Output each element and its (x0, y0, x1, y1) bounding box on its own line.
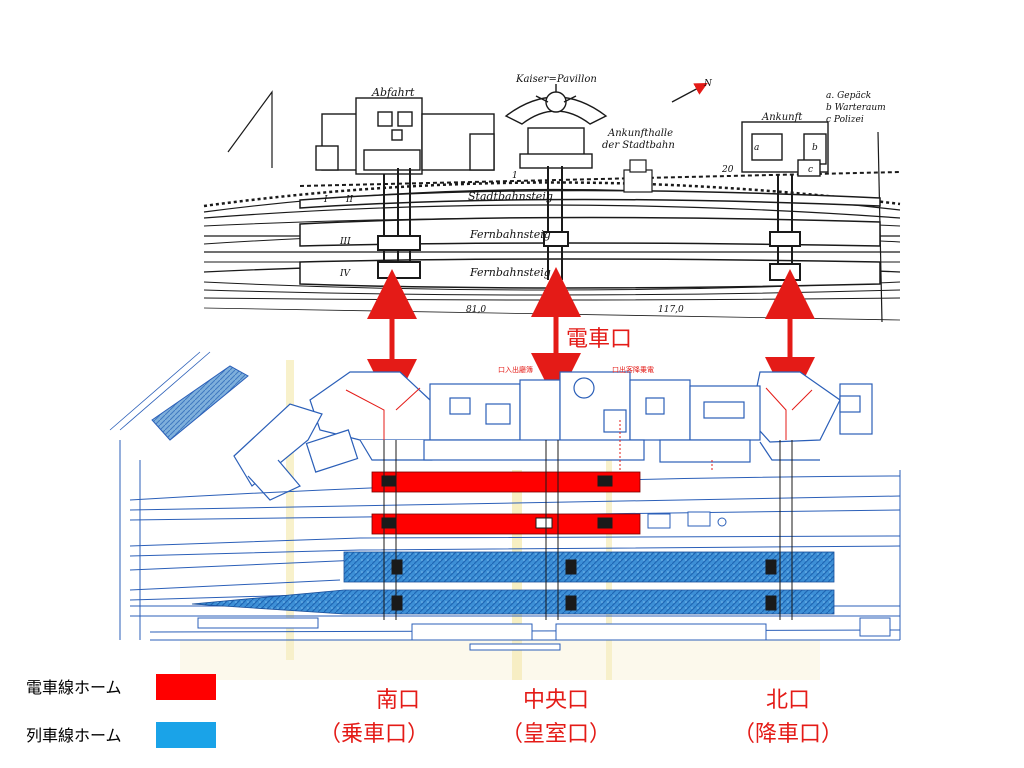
label-fernbahnsteig-2: Fernbahnsteig (469, 266, 551, 279)
mark-b: b (812, 143, 818, 153)
key-c: c Polizei (826, 115, 864, 125)
north-arrow-icon (671, 82, 708, 103)
lower-structures (197, 511, 891, 651)
left-annex (233, 403, 359, 501)
mark-a: a (754, 143, 759, 153)
ressha-platform-2 (191, 589, 835, 615)
densha-platform-1 (371, 471, 641, 493)
track-label-2: II (345, 195, 354, 205)
mark-c: c (808, 165, 813, 175)
gate-central-sub: （皇室口） (501, 722, 611, 747)
legend-label-densha: 電車線ホーム (26, 678, 122, 697)
legend-swatch-densha (156, 674, 216, 700)
densha-platform-2 (371, 513, 641, 535)
densha-guchi-label: 電車口 (566, 327, 632, 352)
abfahrt-building (315, 97, 495, 175)
label-ankunft: Ankunft (761, 112, 803, 123)
connection-arrows (367, 267, 815, 409)
ankunft-building (741, 121, 829, 177)
label-ankunfthalle-2: der Stadtbahn (602, 140, 675, 151)
key-b: b Warteraum (826, 103, 886, 113)
entrance-mark: 口入出廳簿 (498, 365, 533, 374)
underpasses (383, 440, 793, 620)
number-1: 1 (512, 171, 518, 181)
kaiser-pavilion (504, 84, 608, 169)
exit-mark: 口出客降乗電 (612, 365, 654, 374)
gate-south: 南口 (376, 688, 420, 713)
label-north: N (703, 79, 713, 89)
track-label-3: III (339, 237, 351, 247)
ressha-platform-1 (343, 551, 835, 583)
bottom-station-plan: 口入出廳簿 口出客降乗電 (109, 351, 901, 680)
legend-label-ressha: 列車線ホーム (26, 726, 122, 745)
station-building (309, 371, 873, 463)
top-station-plan: Abfahrt Kaiser=Pavillon Ankunft Ankunfth… (203, 74, 901, 323)
label-ankunfthalle-1: Ankunfthalle (607, 128, 673, 139)
legend-swatch-ressha (156, 722, 216, 748)
label-kaiser-pavillon: Kaiser=Pavillon (515, 74, 597, 85)
gate-south-sub: （乗車口） (319, 722, 429, 747)
gate-north-sub: （降車口） (733, 722, 843, 747)
gate-north: 北口 (766, 688, 810, 713)
ankunfthalle-stadtbahn (623, 159, 653, 193)
flow-lines (345, 387, 813, 470)
label-stadtbahnsteig: Stadtbahnsteig (468, 190, 553, 203)
key-a: a. Gepäck (826, 91, 871, 101)
number-2: 20 (721, 165, 734, 175)
gate-central: 中央口 (523, 688, 589, 713)
track-label-4: IV (339, 269, 352, 279)
gate-labels: 南口 （乗車口） 中央口 （皇室口） 北口 （降車口） (319, 688, 843, 747)
legend: 電車線ホーム 列車線ホーム (26, 674, 216, 748)
track-label-1: I (323, 195, 328, 205)
dimension-1: 81,0 (466, 305, 486, 315)
label-abfahrt: Abfahrt (371, 86, 415, 99)
platforms-top (299, 189, 881, 289)
label-fernbahnsteig-1: Fernbahnsteig (469, 228, 551, 241)
dimension-2: 117,0 (658, 305, 684, 315)
